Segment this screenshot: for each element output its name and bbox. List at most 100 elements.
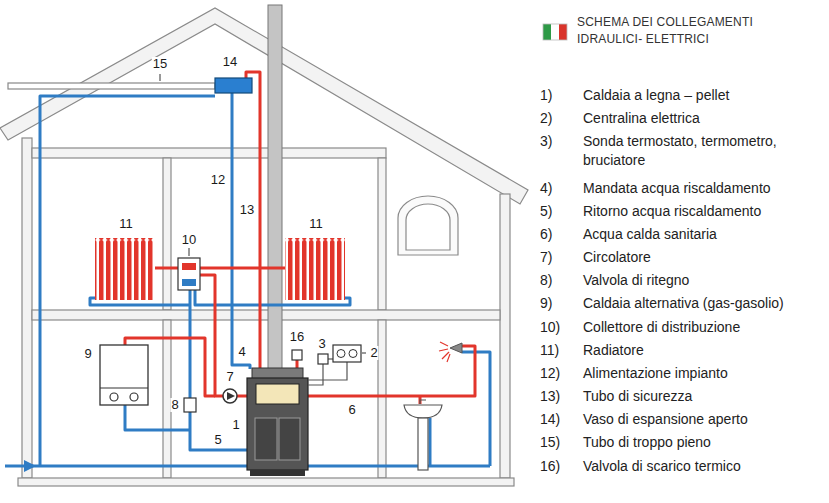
callout-number: 12 (210, 173, 226, 187)
callout-number: 1 (231, 418, 240, 432)
callout-number: 4 (237, 345, 246, 359)
house-structure (18, 478, 514, 486)
gas-boiler (100, 345, 148, 405)
callout-number: 15 (152, 57, 168, 71)
overflow-pipe (8, 83, 215, 89)
thermostat-probe (318, 354, 328, 364)
control-unit (337, 350, 345, 358)
distribution-manifold (178, 258, 200, 290)
callout-number: 16 (289, 330, 305, 344)
legend-text: Caldaia a legna – pellet (583, 86, 729, 105)
legend-title: SCHEMA DEI COLLEGAMENTI IDRAULICI- ELETT… (577, 14, 802, 48)
legend-number: 11) (540, 341, 559, 360)
radiator (285, 238, 345, 300)
circulator-pump (223, 389, 237, 403)
house-structure (500, 194, 510, 478)
callout-number: 9 (83, 347, 92, 361)
callout-number: 5 (213, 433, 222, 447)
thermostat-probe (318, 354, 328, 364)
probe-wiring (328, 358, 333, 359)
wood-boiler (256, 384, 299, 404)
distribution-manifold (189, 248, 190, 256)
pipes-red (125, 72, 475, 404)
sink (404, 400, 442, 470)
pipes-red (308, 346, 475, 396)
wood-boiler (279, 418, 300, 460)
shower-head (440, 342, 448, 346)
house-structure (22, 138, 32, 478)
callout-number: 8 (170, 398, 179, 412)
legend-number: 10) (540, 318, 560, 337)
thermal-discharge-valve (292, 350, 302, 360)
callout-number: 2 (369, 346, 378, 360)
probe-wiring (308, 364, 323, 385)
gas-boiler (100, 345, 148, 405)
sink (404, 405, 442, 418)
control-unit (333, 345, 361, 362)
legend-text: Valvola di ritegno (583, 271, 689, 290)
legend-text: Valvola di scarico termico (583, 457, 741, 476)
pipes-blue (40, 96, 215, 466)
callout-number: 14 (222, 55, 238, 69)
legend-text: Tubo di troppo pieno (583, 433, 711, 452)
legend-text: Ritorno acqua riscaldamento (583, 202, 761, 221)
distribution-manifold (178, 248, 200, 290)
legend-text: Mandata acqua riscaldamento (583, 179, 771, 198)
legend-number: 7) (540, 248, 552, 267)
check-valve (184, 398, 196, 412)
legend-number: 13) (540, 387, 560, 406)
house-structure (0, 8, 528, 204)
italian-flag (543, 24, 551, 40)
sink (418, 418, 428, 470)
legend-text: Circolatore (583, 248, 651, 267)
legend-text: Caldaia alternativa (gas-gasolio) (583, 294, 784, 313)
callout-number: 11 (118, 217, 134, 231)
callout-number: 11 (308, 217, 324, 231)
legend-text: Tubo di sicurezza (583, 387, 692, 406)
control-unit (333, 345, 361, 362)
wood-boiler (247, 378, 308, 470)
shower-head (447, 354, 450, 362)
italian-flag (551, 24, 559, 40)
gas-boiler (130, 393, 138, 401)
thermal-discharge-valve (292, 350, 302, 360)
house-structure (32, 148, 386, 158)
check-valve (184, 398, 196, 412)
probe-wiring (362, 352, 366, 353)
probe-wiring (308, 362, 347, 380)
house-structure (406, 204, 450, 250)
legend-text: Alimentazione impianto (583, 364, 728, 383)
inlet-arrow (24, 460, 36, 472)
gas-boiler (110, 393, 118, 401)
gas-boiler (100, 388, 148, 389)
pipes-blue (429, 418, 432, 466)
distribution-manifold (182, 279, 196, 286)
italian-flag (559, 24, 567, 40)
callout-number: 13 (239, 203, 255, 217)
legend-number: 12) (540, 364, 560, 383)
legend-number: 2) (540, 109, 552, 128)
house-structure (378, 158, 386, 310)
inlet-arrow (24, 460, 36, 472)
italian-flag (543, 24, 567, 40)
pipes-red (200, 275, 247, 396)
legend-number: 1) (540, 86, 552, 105)
circulator-pump (227, 392, 235, 400)
legend-text: Collettore di distribuzione (583, 318, 740, 337)
legend-number: 6) (540, 225, 552, 244)
chimney (268, 5, 282, 370)
legend-number: 4) (540, 179, 552, 198)
callout-number: 6 (347, 403, 356, 417)
pipes-red (200, 267, 285, 270)
shower-head (439, 349, 448, 351)
legend-text: Centralina elettrica (583, 109, 700, 128)
legend-number: 16) (540, 457, 560, 476)
legend-number: 15) (540, 433, 560, 452)
control-unit (349, 350, 357, 358)
pipes-blue (125, 405, 190, 430)
wood-boiler (250, 470, 305, 476)
callout-number: 3 (317, 337, 326, 351)
overflow-pipe (8, 74, 215, 89)
callout-number: 7 (225, 370, 234, 384)
